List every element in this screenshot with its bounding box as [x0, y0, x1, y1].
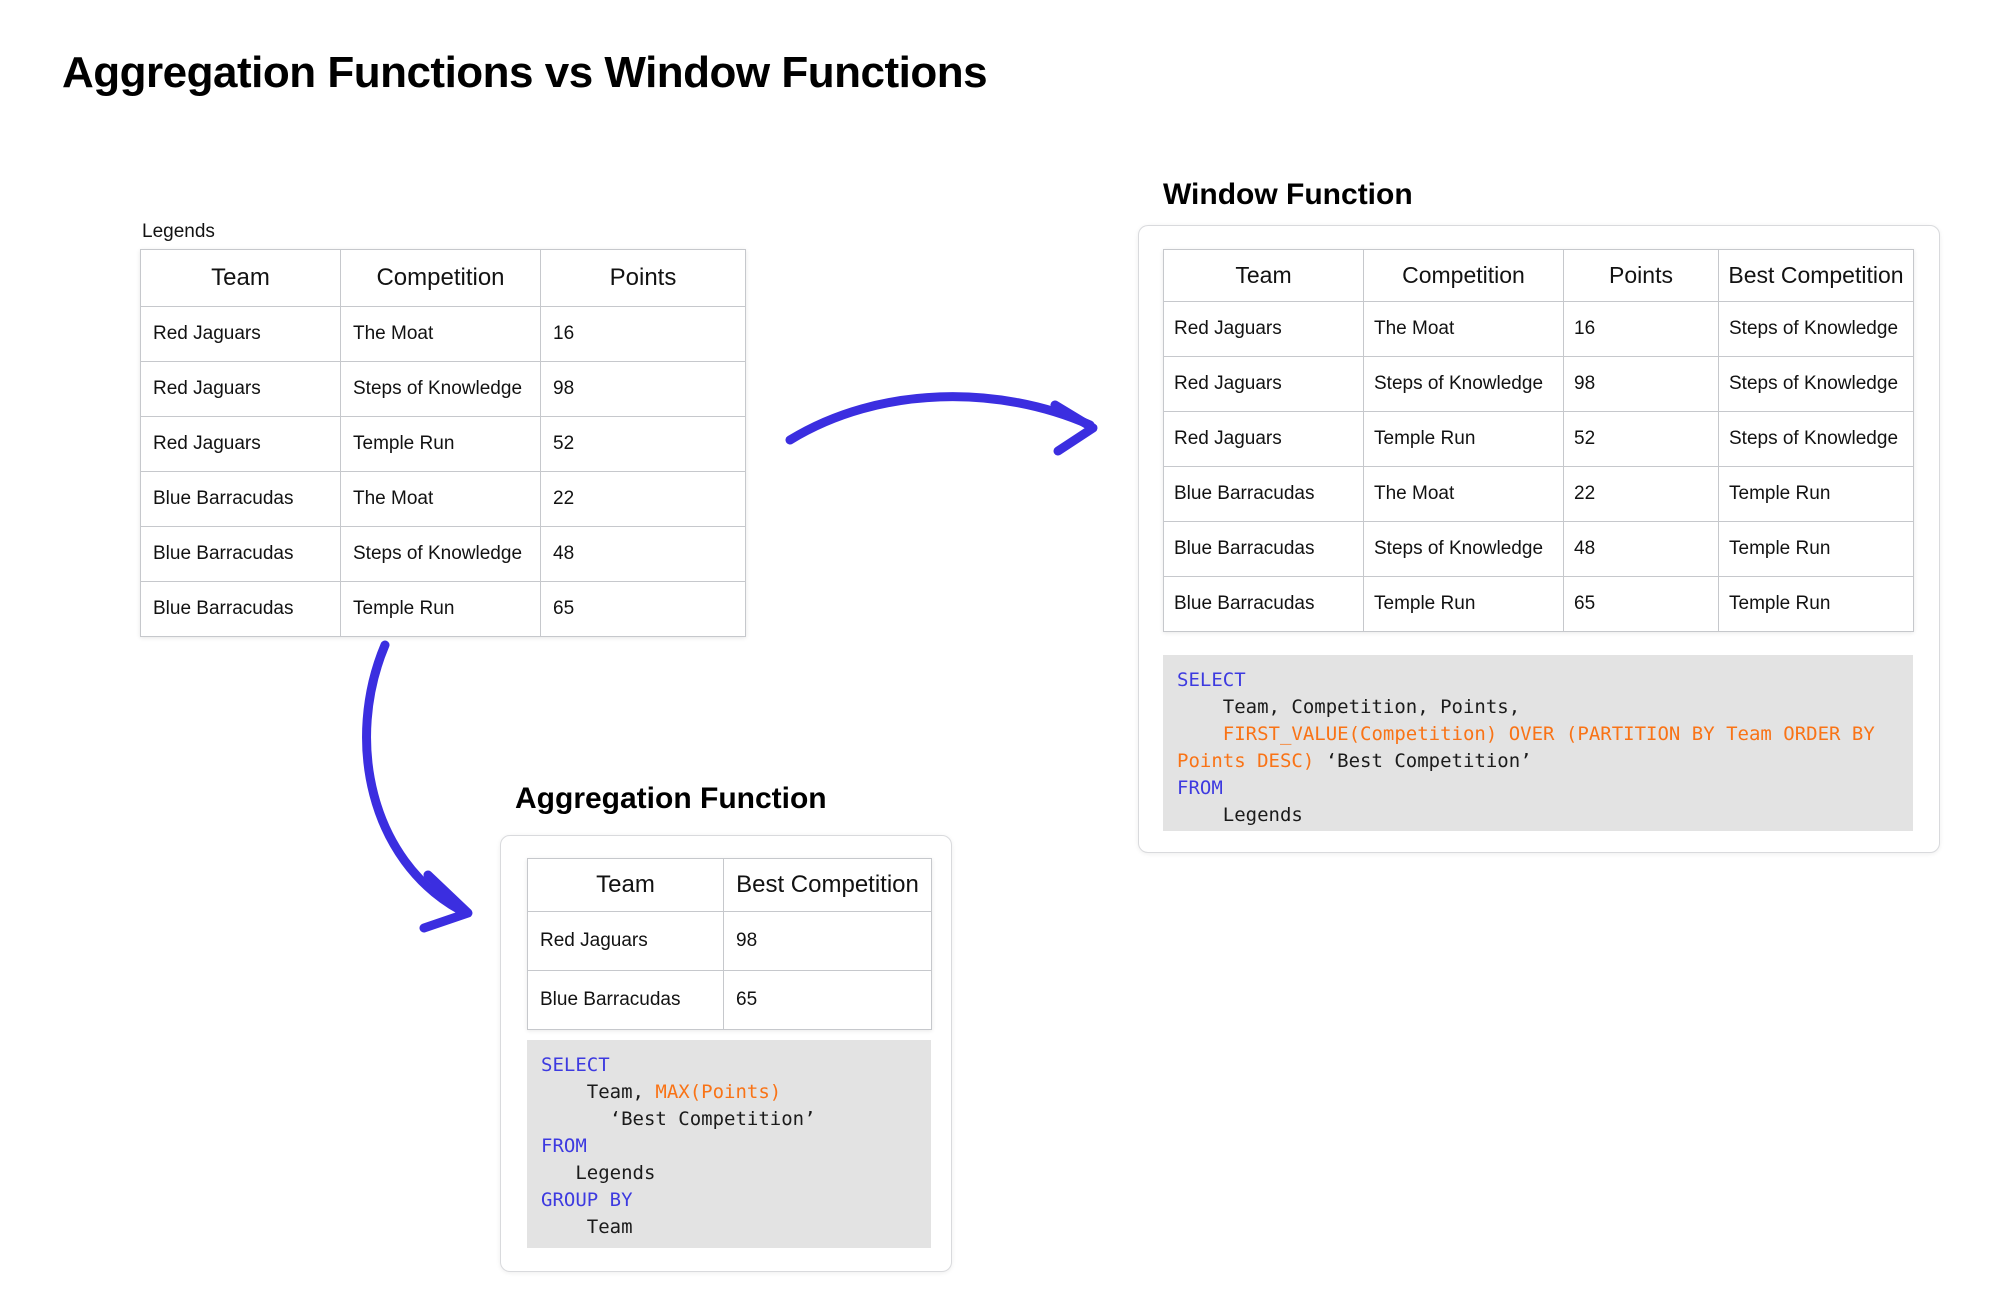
- legends-table-caption: Legends: [142, 221, 215, 242]
- sql-keyword-select: SELECT: [541, 1054, 610, 1076]
- cell-team: Blue Barracudas: [1163, 521, 1364, 578]
- table-row: Blue Barracudas Steps of Knowledge 48: [140, 526, 746, 583]
- cell-competition: Steps of Knowledge: [1363, 521, 1564, 578]
- cell-competition: Temple Run: [340, 416, 541, 473]
- cell-best-competition: Steps of Knowledge: [1718, 301, 1914, 358]
- cell-competition: Temple Run: [1363, 411, 1564, 468]
- sql-group-by-column: Team: [541, 1215, 633, 1238]
- cell-points: 16: [540, 306, 746, 363]
- sql-keyword-from: FROM: [1177, 776, 1223, 799]
- sql-alias-best-competition: ‘Best Competition’: [1314, 749, 1532, 772]
- cell-best-competition: Temple Run: [1718, 466, 1914, 523]
- cell-points: 52: [540, 416, 746, 473]
- cell-team: Red Jaguars: [1163, 301, 1364, 358]
- cell-team: Red Jaguars: [527, 911, 724, 972]
- table-row: Red Jaguars The Moat 16 Steps of Knowled…: [1163, 301, 1914, 358]
- sql-keyword-select: SELECT: [1177, 669, 1246, 691]
- cell-competition: Temple Run: [340, 581, 541, 638]
- cell-points: 48: [540, 526, 746, 583]
- cell-team: Blue Barracudas: [140, 471, 341, 528]
- cell-team: Blue Barracudas: [1163, 466, 1364, 523]
- column-header-team: Team: [1163, 248, 1364, 303]
- legends-table: Team Competition Points Red Jaguars The …: [140, 248, 746, 638]
- table-row: Red Jaguars Temple Run 52 Steps of Knowl…: [1163, 411, 1914, 468]
- table-header-row: Team Competition Points Best Competition: [1163, 248, 1914, 303]
- table-row: Red Jaguars Steps of Knowledge 98 Steps …: [1163, 356, 1914, 413]
- window-function-sql-code: SELECT Team, Competition, Points, FIRST_…: [1163, 655, 1913, 831]
- table-row: Blue Barracudas The Moat 22: [140, 471, 746, 528]
- cell-points: 98: [540, 361, 746, 418]
- aggregation-function-heading: Aggregation Function: [515, 782, 827, 815]
- column-header-team: Team: [140, 248, 341, 308]
- table-header-row: Team Competition Points: [140, 248, 746, 308]
- cell-points: 65: [1563, 576, 1719, 633]
- cell-competition: The Moat: [340, 306, 541, 363]
- table-row: Blue Barracudas Temple Run 65: [140, 581, 746, 638]
- window-function-heading: Window Function: [1163, 178, 1413, 211]
- cell-team: Red Jaguars: [140, 416, 341, 473]
- cell-best-competition: Steps of Knowledge: [1718, 356, 1914, 413]
- cell-team: Red Jaguars: [1163, 411, 1364, 468]
- column-header-best-competition: Best Competition: [723, 857, 932, 913]
- aggregation-function-sql-code: SELECT Team, MAX(Points) ‘Best Competiti…: [527, 1040, 931, 1248]
- cell-team: Blue Barracudas: [527, 970, 724, 1031]
- table-header-row: Team Best Competition: [527, 857, 932, 913]
- cell-best-competition: Temple Run: [1718, 576, 1914, 633]
- sql-alias-best-competition: ‘Best Competition’: [541, 1107, 816, 1130]
- cell-best-competition: 65: [723, 970, 932, 1031]
- aggregation-function-table: Team Best Competition Red Jaguars 98 Blu…: [527, 857, 932, 1031]
- cell-competition: The Moat: [1363, 466, 1564, 523]
- column-header-best-competition: Best Competition: [1718, 248, 1914, 303]
- cell-team: Blue Barracudas: [140, 526, 341, 583]
- window-function-table: Team Competition Points Best Competition…: [1163, 248, 1914, 633]
- table-row: Blue Barracudas Temple Run 65 Temple Run: [1163, 576, 1914, 633]
- sql-first-value-expression: FIRST_VALUE(Competition) OVER (PARTITION…: [1177, 722, 1887, 772]
- cell-team: Red Jaguars: [1163, 356, 1364, 413]
- sql-keyword-group-by: GROUP BY: [541, 1188, 633, 1211]
- table-row: Blue Barracudas 65: [527, 970, 932, 1031]
- column-header-competition: Competition: [1363, 248, 1564, 303]
- arrow-to-window-function: [785, 392, 1098, 456]
- cell-best-competition: Steps of Knowledge: [1718, 411, 1914, 468]
- cell-team: Blue Barracudas: [1163, 576, 1364, 633]
- cell-points: 52: [1563, 411, 1719, 468]
- cell-points: 16: [1563, 301, 1719, 358]
- cell-competition: Temple Run: [1363, 576, 1564, 633]
- table-row: Red Jaguars 98: [527, 911, 932, 972]
- sql-select-list: Team,: [541, 1080, 656, 1103]
- column-header-team: Team: [527, 857, 724, 913]
- sql-from-table: Legends: [1177, 803, 1303, 826]
- sql-select-list: Team, Competition, Points,: [1177, 695, 1521, 718]
- table-row: Red Jaguars Temple Run 52: [140, 416, 746, 473]
- table-row: Red Jaguars The Moat 16: [140, 306, 746, 363]
- cell-team: Red Jaguars: [140, 361, 341, 418]
- cell-competition: The Moat: [340, 471, 541, 528]
- sql-from-table: Legends: [541, 1161, 656, 1184]
- cell-competition: Steps of Knowledge: [340, 526, 541, 583]
- cell-best-competition: Temple Run: [1718, 521, 1914, 578]
- column-header-points: Points: [1563, 248, 1719, 303]
- cell-points: 22: [540, 471, 746, 528]
- cell-competition: The Moat: [1363, 301, 1564, 358]
- sql-max-points-expression: MAX(Points): [655, 1080, 782, 1103]
- cell-points: 98: [1563, 356, 1719, 413]
- cell-team: Blue Barracudas: [140, 581, 341, 638]
- page-title: Aggregation Functions vs Window Function…: [62, 48, 988, 97]
- cell-points: 48: [1563, 521, 1719, 578]
- cell-points: 65: [540, 581, 746, 638]
- table-row: Blue Barracudas Steps of Knowledge 48 Te…: [1163, 521, 1914, 578]
- column-header-points: Points: [540, 248, 746, 308]
- arrow-to-aggregation-function: [362, 640, 473, 933]
- cell-team: Red Jaguars: [140, 306, 341, 363]
- column-header-competition: Competition: [340, 248, 541, 308]
- cell-competition: Steps of Knowledge: [1363, 356, 1564, 413]
- table-row: Red Jaguars Steps of Knowledge 98: [140, 361, 746, 418]
- sql-keyword-from: FROM: [541, 1134, 587, 1157]
- table-row: Blue Barracudas The Moat 22 Temple Run: [1163, 466, 1914, 523]
- cell-competition: Steps of Knowledge: [340, 361, 541, 418]
- cell-points: 22: [1563, 466, 1719, 523]
- cell-best-competition: 98: [723, 911, 932, 972]
